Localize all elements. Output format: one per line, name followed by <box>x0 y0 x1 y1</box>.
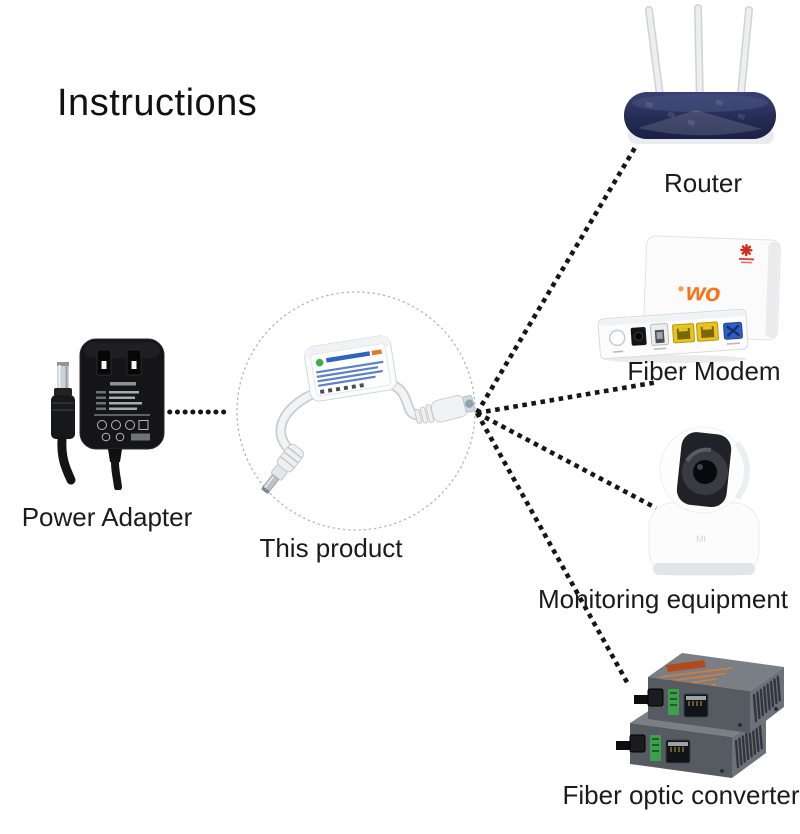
modem-wo-logo: wo <box>678 278 721 307</box>
product-dc-jack <box>414 394 476 424</box>
fiber-modem-label: Fiber Modem <box>627 356 781 386</box>
adapter-body <box>79 338 165 490</box>
fiber-converter-image <box>616 653 784 778</box>
page-title: Instructions <box>57 82 258 124</box>
adapter-spec-label <box>94 382 150 442</box>
modem-port-panel <box>597 308 749 360</box>
converter-fiber-connector <box>634 695 648 704</box>
converter-fiber-connector <box>616 741 630 750</box>
adapter-prongs <box>96 349 142 376</box>
camera-base <box>653 563 755 575</box>
modem-lan-port-2 <box>695 321 719 342</box>
fiber-optic-converter-label: Fiber optic converter <box>562 780 800 810</box>
power-adapter-image <box>51 338 165 490</box>
product-highlight-circle <box>236 291 476 531</box>
router-image <box>624 4 776 144</box>
monitoring-equipment-label: Monitoring equipment <box>537 584 789 614</box>
modem-reset-button <box>608 329 626 347</box>
router-antennas <box>645 4 753 110</box>
router-label: Router <box>663 168 743 198</box>
modem-phone-port <box>649 323 670 346</box>
modem-fiber-port <box>723 321 743 340</box>
this-product-label: This product <box>259 533 403 563</box>
svg-text:wo: wo <box>685 278 721 307</box>
converter-rj45-port <box>665 739 691 764</box>
fiber-modem-image: wo <box>597 235 781 363</box>
product-control-box <box>303 335 397 402</box>
camera-mi-logo: MI <box>696 534 706 544</box>
modem-lan-port-1 <box>672 323 696 344</box>
product-dc-plug <box>261 443 305 495</box>
line-product-to-router <box>475 144 638 415</box>
camera-lens <box>693 460 717 484</box>
line-product-to-camera <box>475 410 658 511</box>
line-product-to-converter <box>474 411 631 686</box>
dc-plug <box>51 362 76 485</box>
converter-unit-top <box>634 653 784 733</box>
modem-power-port <box>630 327 647 346</box>
line-product-to-modem <box>476 379 659 416</box>
monitoring-camera-image: MI <box>648 426 760 576</box>
modem-brand-logo-icon <box>738 243 755 264</box>
product-label-logo-icon <box>315 358 324 367</box>
power-adapter-label: Power Adapter <box>21 502 193 532</box>
product-image <box>236 291 476 531</box>
converter-rj45-port <box>683 693 709 718</box>
